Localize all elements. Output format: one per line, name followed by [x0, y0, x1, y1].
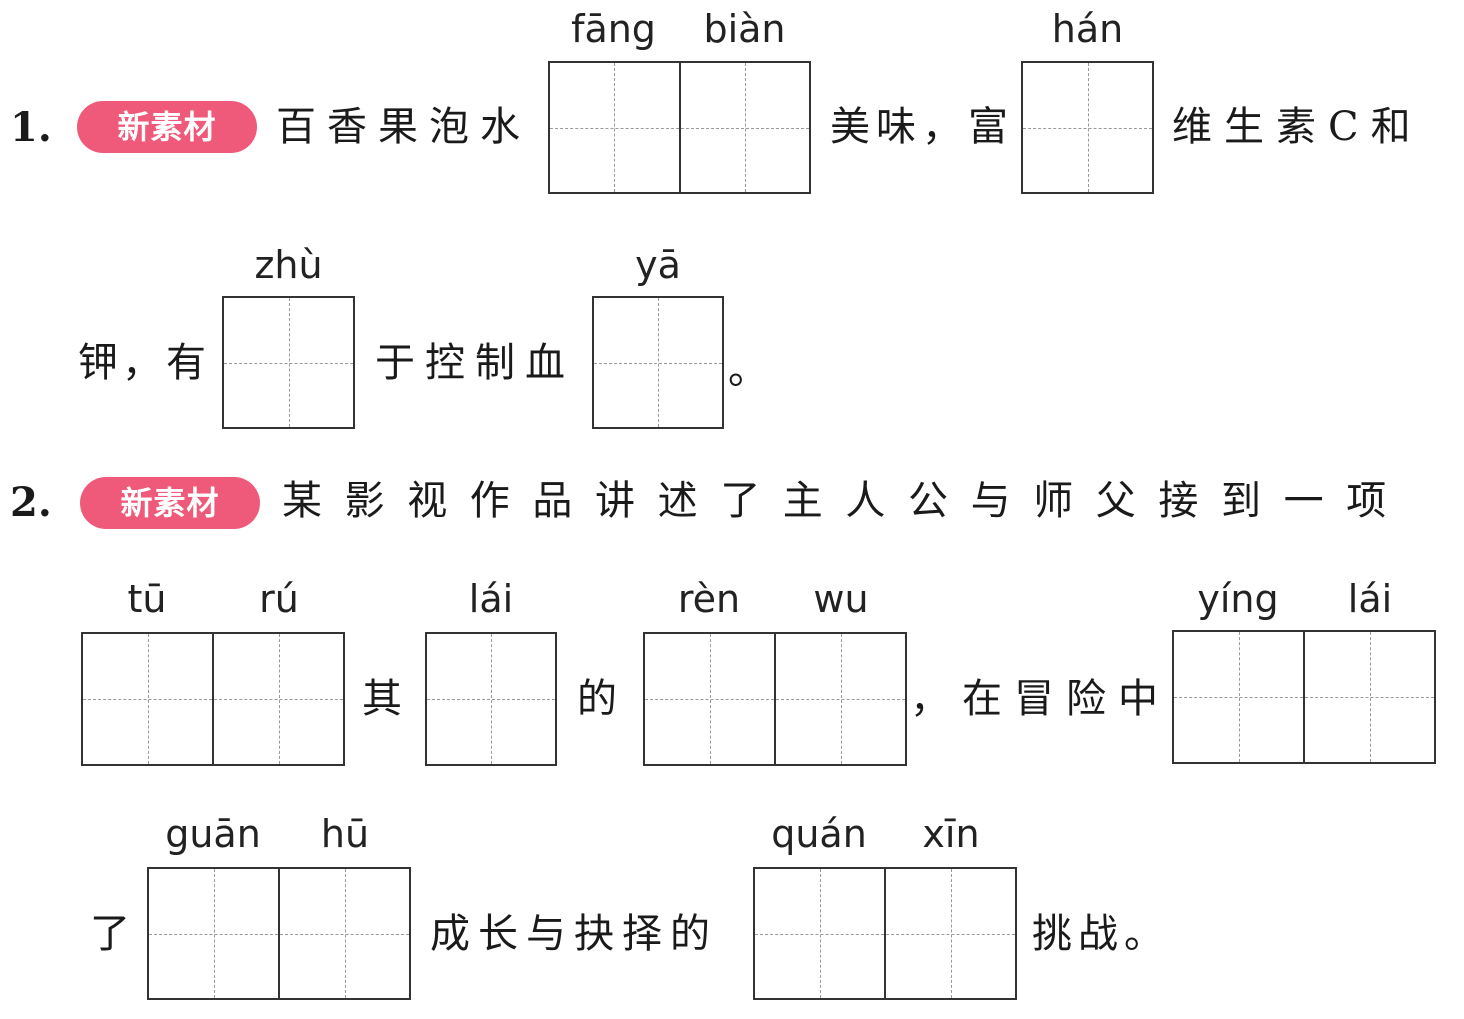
answer-grid-fang-bian[interactable]: [548, 61, 811, 194]
answer-cell[interactable]: [83, 634, 212, 764]
q1-text-segment-3: 维生素C和: [1172, 104, 1423, 150]
answer-cell[interactable]: [1303, 632, 1434, 762]
q2-text-segment-6: 成长与抉择的: [430, 911, 718, 957]
answer-cell[interactable]: [550, 63, 679, 192]
answer-cell[interactable]: [1174, 632, 1303, 762]
pinyin-lai: lái: [468, 577, 514, 621]
question-1-number: 1.: [10, 104, 52, 151]
answer-cell[interactable]: [427, 634, 555, 764]
answer-grid-zhu[interactable]: [222, 296, 355, 429]
answer-grid-han[interactable]: [1021, 61, 1154, 194]
q1-text-segment-6: 。: [728, 347, 768, 393]
pinyin-ru: rú: [259, 577, 299, 621]
answer-grid-ying-lai[interactable]: [1172, 630, 1436, 764]
pinyin-han: hán: [1051, 7, 1124, 51]
answer-grid-quan-xin[interactable]: [753, 867, 1017, 1000]
answer-cell[interactable]: [1023, 63, 1152, 192]
answer-cell[interactable]: [645, 634, 774, 764]
q2-text-segment-1: 某影视作品讲述了主人公与师父接到一项: [282, 478, 1409, 524]
pinyin-xin: xīn: [922, 812, 980, 856]
answer-grid-guan-hu[interactable]: [147, 867, 411, 1000]
pinyin-hu: hū: [320, 812, 370, 856]
pinyin-bian: biàn: [703, 7, 786, 51]
pinyin-ya: yā: [635, 243, 681, 287]
answer-cell[interactable]: [212, 634, 343, 764]
q2-text-segment-3: 的: [577, 676, 617, 722]
answer-cell[interactable]: [278, 869, 409, 998]
answer-grid-tu-ru[interactable]: [81, 632, 345, 766]
answer-grid-ya[interactable]: [592, 296, 724, 429]
answer-grid-ren-wu[interactable]: [643, 632, 907, 766]
new-material-badge: 新素材: [80, 477, 260, 529]
answer-cell[interactable]: [678, 63, 810, 192]
q1-text-segment-4: 钾，有: [78, 340, 210, 386]
answer-cell[interactable]: [755, 869, 884, 998]
pinyin-guan: guān: [165, 812, 261, 856]
new-material-badge: 新素材: [77, 101, 257, 153]
pinyin-quan: quán: [771, 812, 867, 856]
pinyin-tu: tū: [127, 577, 167, 621]
question-2-number: 2.: [10, 479, 52, 526]
answer-cell[interactable]: [884, 869, 1015, 998]
pinyin-fang: fāng: [571, 7, 656, 51]
pinyin-lai-2: lái: [1347, 577, 1393, 621]
q2-text-segment-2: 其: [362, 676, 402, 722]
pinyin-ren: rèn: [677, 577, 741, 621]
answer-cell[interactable]: [224, 298, 353, 427]
answer-cell[interactable]: [774, 634, 905, 764]
answer-grid-lai[interactable]: [425, 632, 557, 766]
q2-text-segment-5: 了: [90, 911, 130, 957]
answer-cell[interactable]: [594, 298, 722, 427]
q1-text-segment-2: 美味，富: [830, 104, 1014, 150]
pinyin-ying: yíng: [1197, 577, 1279, 621]
q2-text-segment-7: 挑战。: [1032, 911, 1170, 957]
pinyin-zhu: zhù: [254, 243, 323, 287]
q2-text-segment-4: ，在冒险中: [910, 676, 1170, 722]
answer-cell[interactable]: [149, 869, 278, 998]
q1-text-segment-5: 于控制血: [375, 340, 575, 386]
q1-text-segment-1: 百香果泡水: [276, 104, 531, 150]
pinyin-wu: wu: [813, 577, 869, 621]
